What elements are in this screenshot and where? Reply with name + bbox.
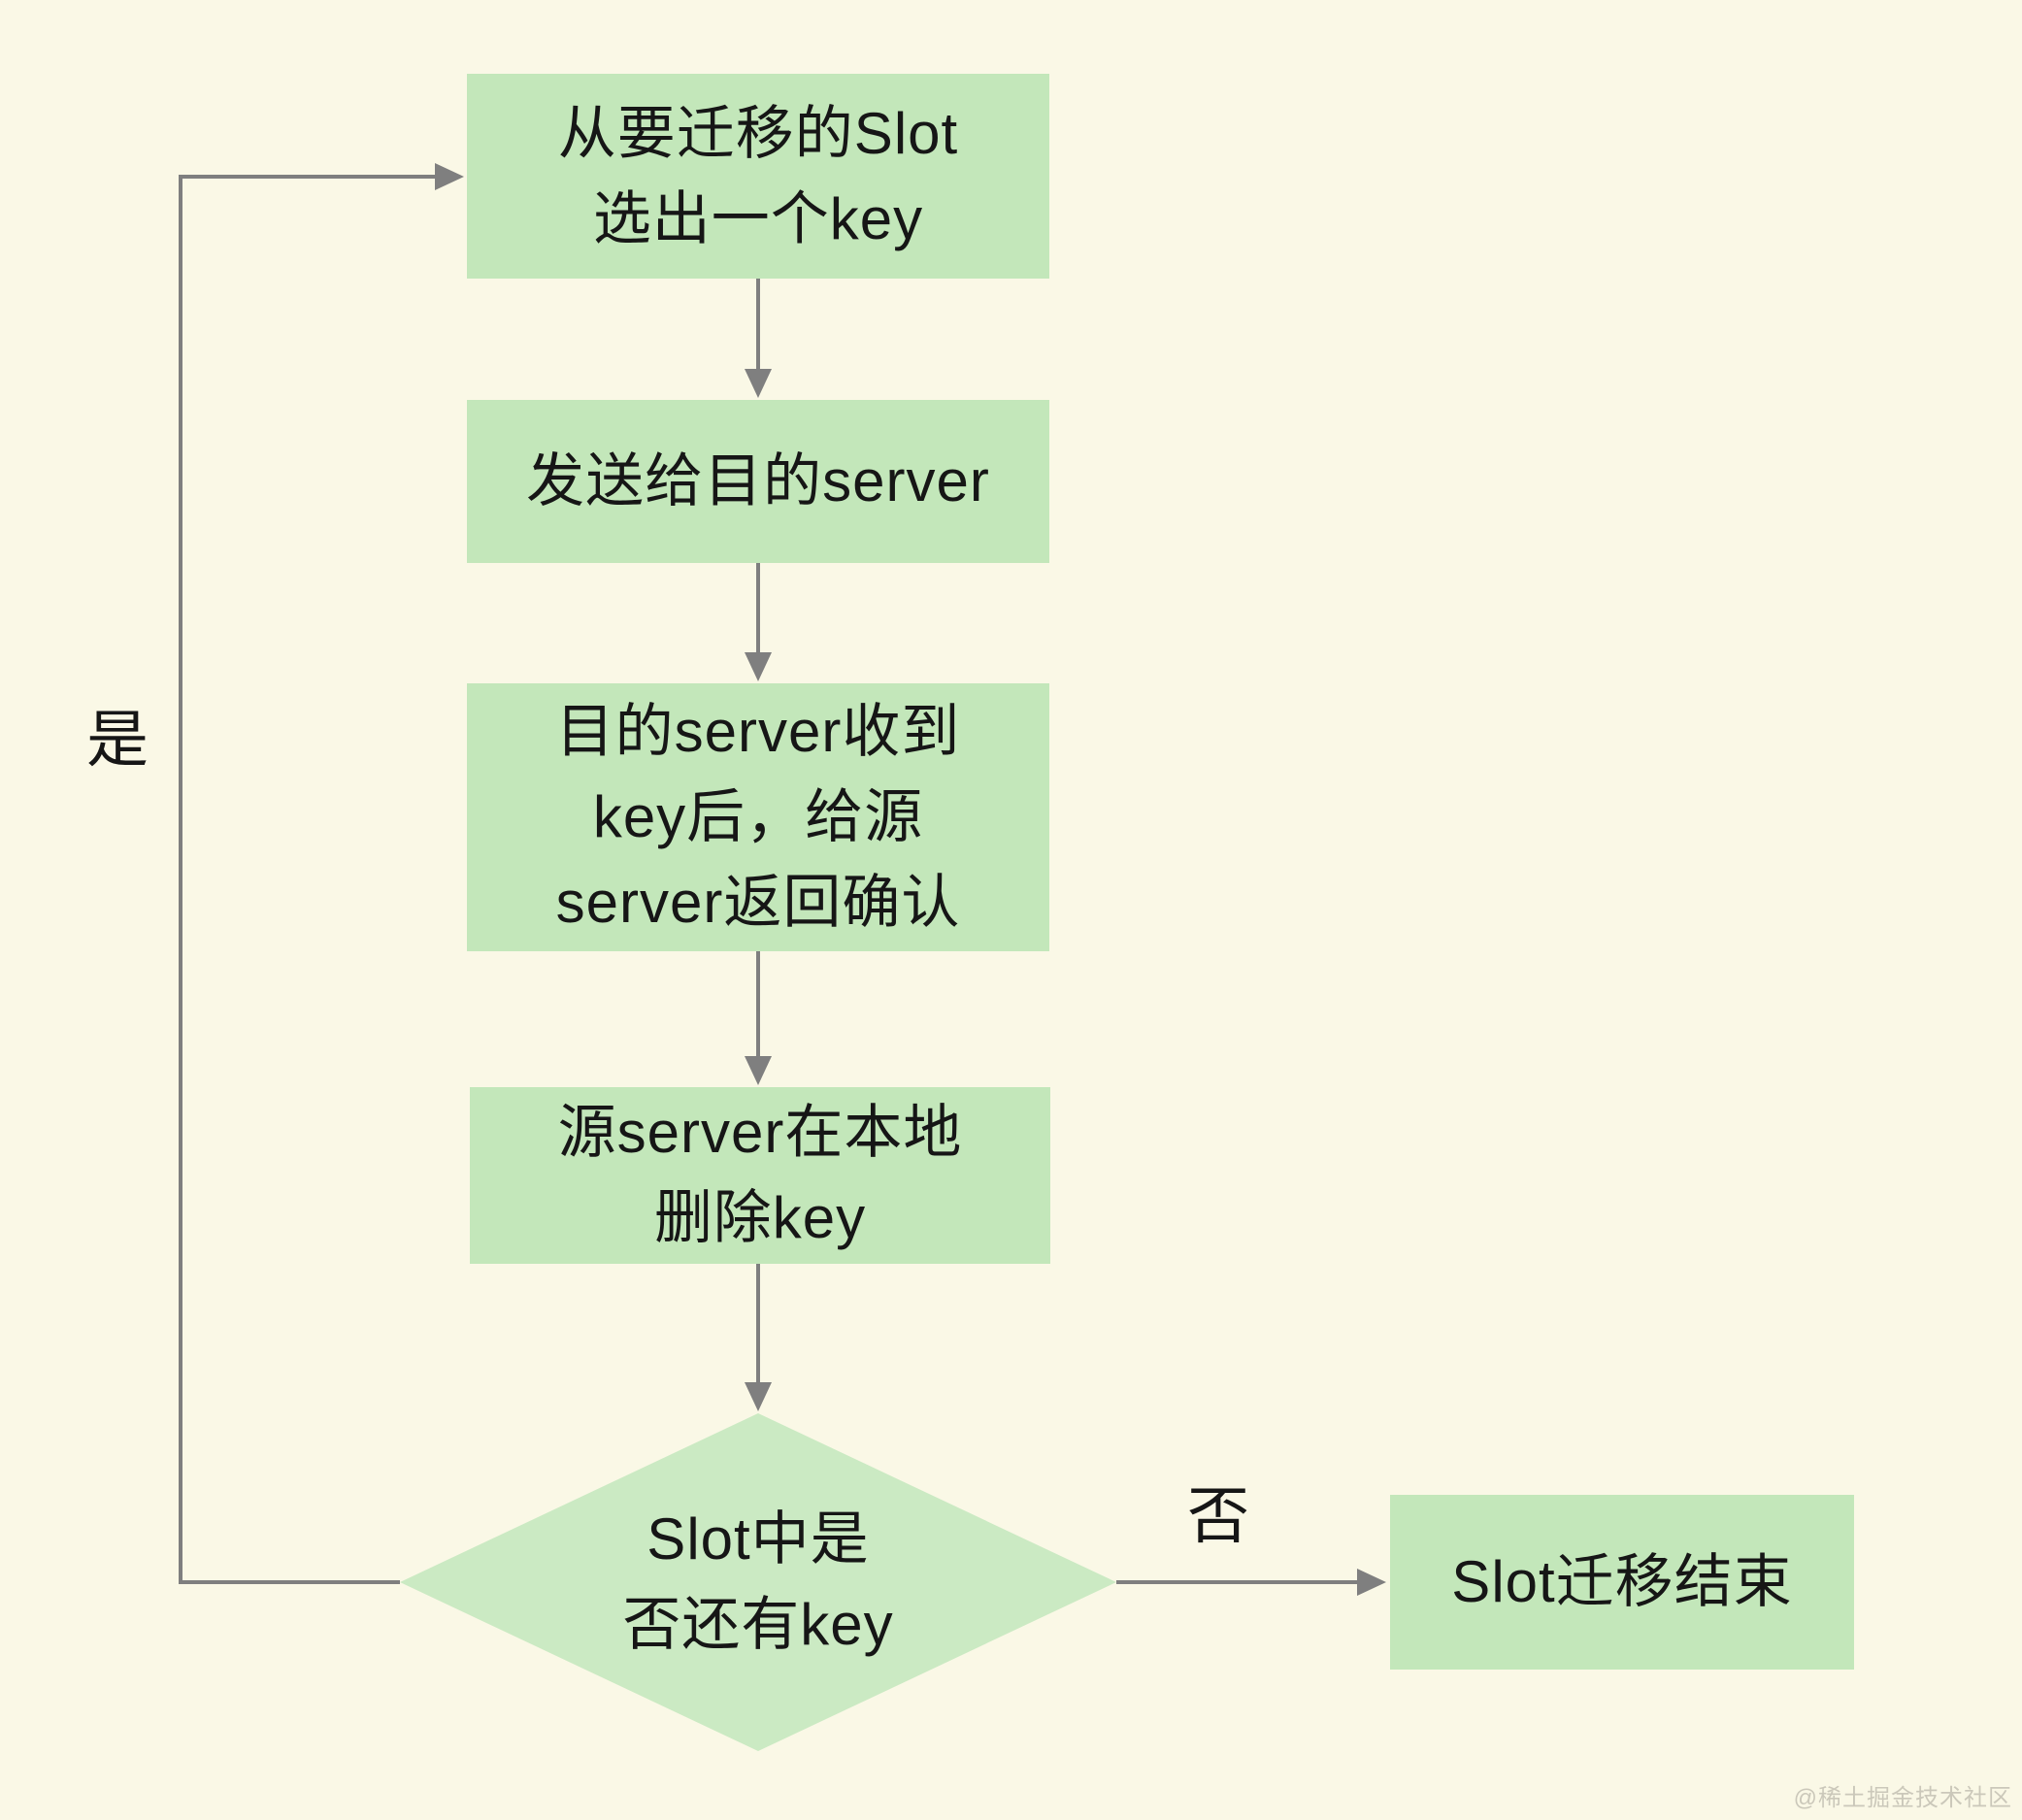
node-migration-finished: Slot迁移结束 bbox=[1390, 1495, 1854, 1670]
node-send-line1: 发送给目的server bbox=[526, 448, 990, 513]
node-delete-line1: 源server在本地 bbox=[557, 1100, 963, 1165]
node-decision-line1: Slot中是 bbox=[646, 1506, 870, 1572]
node-source-server-delete-key: 源server在本地 删除key bbox=[470, 1087, 1050, 1264]
decision-diamond-shape bbox=[400, 1413, 1116, 1751]
node-select-key-line1: 从要迁移的Slot bbox=[557, 100, 959, 166]
edge-label-yes: 是 bbox=[86, 705, 149, 775]
connector-decision-loop-to-select bbox=[179, 163, 464, 1584]
node-decision-slot-has-key: Slot中是 否还有key bbox=[400, 1413, 1116, 1751]
node-ack-line3: server返回确认 bbox=[555, 870, 961, 935]
node-select-key-line2: 选出一个key bbox=[592, 185, 924, 251]
node-send-to-dest-server: 发送给目的server bbox=[467, 400, 1049, 563]
node-ack-line2: key后，给源 bbox=[592, 784, 924, 849]
node-select-key: 从要迁移的Slot 选出一个key bbox=[467, 74, 1049, 279]
watermark-text: @稀土掘金技术社区 bbox=[1793, 1785, 2012, 1811]
node-ack-line1: 目的server收到 bbox=[555, 699, 961, 764]
node-delete-line2: 删除key bbox=[653, 1185, 867, 1250]
edge-label-no: 否 bbox=[1187, 1481, 1249, 1551]
node-dest-server-ack: 目的server收到 key后，给源 server返回确认 bbox=[467, 683, 1049, 951]
node-end-line1: Slot迁移结束 bbox=[1451, 1549, 1793, 1614]
node-decision-line2: 否还有key bbox=[622, 1592, 894, 1657]
